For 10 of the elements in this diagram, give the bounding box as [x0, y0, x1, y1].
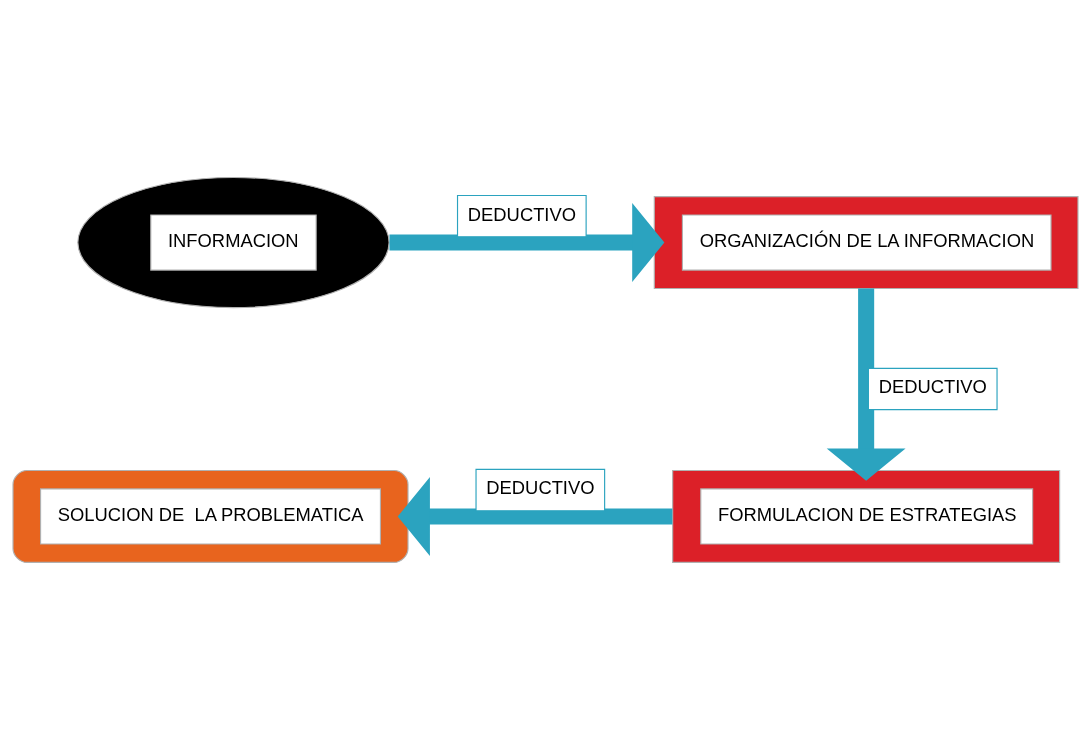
- arrow: [826, 288, 906, 481]
- arrow: [389, 203, 665, 282]
- node-ellipse: INFORMACION: [77, 176, 390, 309]
- node-box: ORGANIZACIÓN DE LA INFORMACION: [653, 196, 1079, 290]
- edge-label: DEDUCTIVO: [467, 203, 576, 225]
- node-box: SOLUCION DE LA PROBLEMATICA: [12, 469, 409, 563]
- node-box: FORMULACION DE ESTRATEGIAS: [672, 469, 1061, 563]
- edge-label: DEDUCTIVO: [878, 376, 987, 398]
- edge-label: DEDUCTIVO: [486, 477, 595, 499]
- arrow: [397, 477, 673, 556]
